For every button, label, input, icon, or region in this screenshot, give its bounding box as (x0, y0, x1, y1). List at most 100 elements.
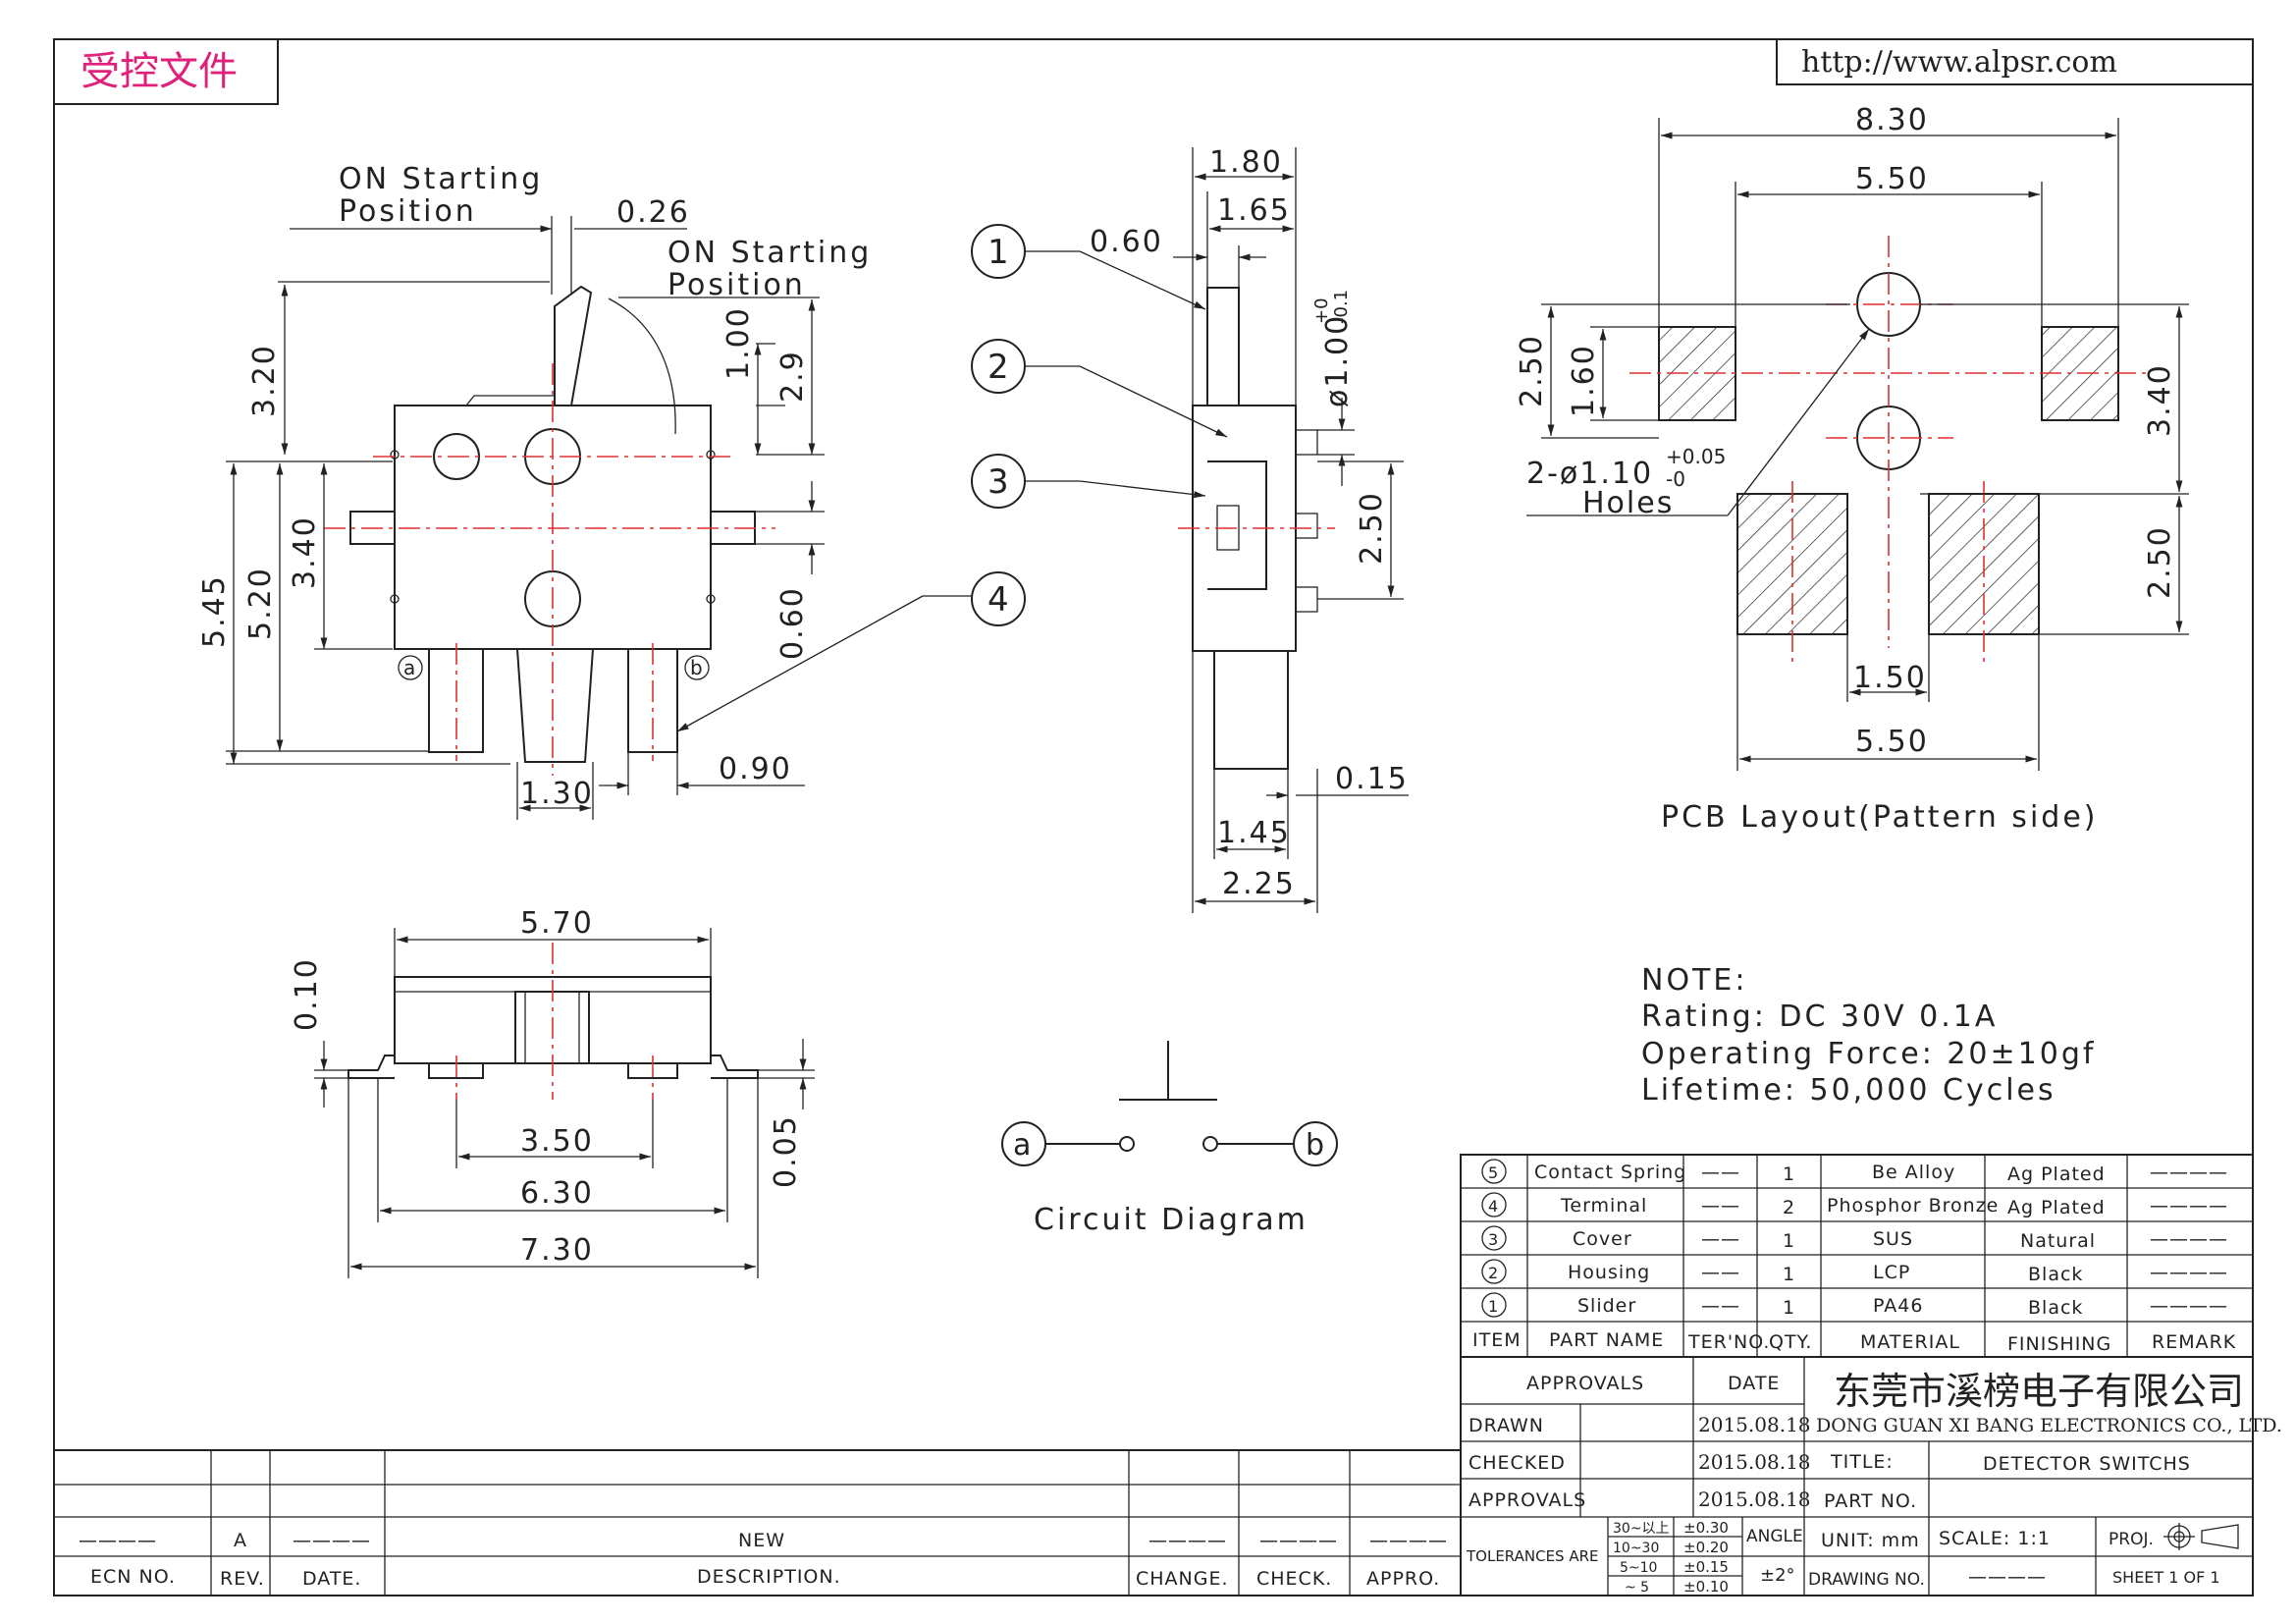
pcb-holes-tol-plus: +0.05 (1666, 445, 1726, 468)
bom-material: Phosphor Bronze (1827, 1195, 1999, 1217)
circuit-a: a (1013, 1128, 1031, 1163)
tb-tol-value-4: ±0.10 (1683, 1578, 1729, 1596)
side-dim-1-65: 1.65 (1217, 193, 1291, 228)
tb-drawn-date: 2015.08.18 (1698, 1413, 1811, 1436)
rev-appro: ———— (1369, 1530, 1448, 1551)
rev-check: ———— (1259, 1530, 1338, 1551)
bom-item-no: 5 (1488, 1163, 1498, 1182)
url-text: http://www.alpsr.com (1801, 45, 2117, 80)
note-block: NOTE: Rating: DC 30V 0.1A Operating Forc… (1641, 963, 2096, 1108)
bom-material: PA46 (1873, 1295, 1923, 1317)
front-view: a b ON Starting Position 0.26 ON Startin… (197, 162, 869, 820)
side-dim-dia-tol-minus: -0.1 (1331, 290, 1352, 324)
tb-approvals: APPROVALS (1468, 1489, 1586, 1511)
rev-description: NEW (738, 1530, 785, 1551)
tb-drawn: DRAWN (1468, 1415, 1544, 1436)
bom-material: SUS (1873, 1228, 1913, 1250)
bom-ter-no: —— (1701, 1295, 1740, 1317)
url-box: http://www.alpsr.com (1776, 38, 2254, 85)
rev-hdr-appro: APPRO. (1366, 1568, 1440, 1590)
bottom-dim-6-30: 6.30 (520, 1176, 594, 1211)
tb-tol-range-4: ~ 5 (1625, 1580, 1649, 1596)
tb-tol-value-1: ±0.30 (1683, 1519, 1729, 1537)
side-dim-1-45: 1.45 (1217, 816, 1291, 850)
callout-4-num: 4 (988, 580, 1009, 620)
side-dim-dia: ø1.00 (1320, 314, 1355, 407)
tb-part-no-label: PART NO. (1824, 1490, 1917, 1512)
pcb-dim-5-50-bottom: 5.50 (1855, 725, 1929, 759)
bom-qty: 1 (1783, 1163, 1795, 1185)
bom-finishing: Black (2028, 1297, 2083, 1319)
bom-hdr-finishing: FINISHING (2007, 1333, 2111, 1355)
pcb-dim-3-40: 3.40 (2143, 363, 2177, 437)
rev-hdr-check: CHECK. (1256, 1568, 1332, 1590)
pcb-dim-1-60: 1.60 (1567, 344, 1601, 417)
circuit-diagram: a b Circuit Diagram (1001, 1041, 1338, 1237)
bom-part-name: Contact Spring (1534, 1162, 1686, 1183)
bom-remark: ———— (2150, 1295, 2228, 1317)
stamp-text: 受控文件 (80, 49, 238, 94)
dim-0-90: 0.90 (719, 752, 792, 786)
side-dim-0-15: 0.15 (1335, 762, 1409, 796)
bottom-dim-3-50: 3.50 (520, 1124, 594, 1159)
circuit-b: b (1306, 1128, 1324, 1163)
bom-qty: 1 (1783, 1297, 1795, 1319)
revision-row: ———— A ———— NEW ———— ———— ———— (79, 1530, 1448, 1551)
tb-title-value: DETECTOR SWITCHS (1983, 1453, 2191, 1475)
tb-angle-value: ±2° (1760, 1565, 1795, 1586)
bom-part-name: Slider (1577, 1295, 1636, 1317)
bom-item-no: 3 (1488, 1230, 1498, 1249)
tb-tol-value-2: ±0.20 (1683, 1539, 1729, 1556)
side-dim-2-25: 2.25 (1222, 867, 1296, 901)
on-start-position-2: Position (667, 268, 806, 302)
note-rating: Rating: DC 30V 0.1A (1641, 1000, 1998, 1034)
pcb-dim-2-50-right: 2.50 (2143, 525, 2177, 599)
tb-drawing-no-value: ———— (1968, 1566, 2047, 1588)
rev-hdr-date: DATE. (302, 1568, 361, 1590)
pcb-dim-8-30: 8.30 (1855, 103, 1929, 137)
bom-part-name: Terminal (1560, 1195, 1647, 1217)
bottom-dim-7-30: 7.30 (520, 1233, 594, 1268)
bom-ter-no: —— (1701, 1228, 1740, 1250)
tb-approvals-date: 2015.08.18 (1698, 1488, 1811, 1511)
pcb-dim-5-50-top: 5.50 (1855, 162, 1929, 196)
side-dim-2-50: 2.50 (1355, 491, 1389, 565)
bom-remark: ———— (2150, 1195, 2228, 1217)
rev-date: ———— (293, 1530, 371, 1551)
callout-3: 3 (971, 454, 1206, 509)
side-dim-0-60: 0.60 (1090, 225, 1163, 259)
dim-1-00: 1.00 (721, 306, 756, 380)
bom-hdr-qty: QTY. (1769, 1331, 1812, 1353)
bom-finishing: Black (2028, 1264, 2083, 1285)
callout-3-num: 3 (988, 462, 1009, 502)
rev-change: ———— (1148, 1530, 1227, 1551)
side-view: 1.80 1.65 0.60 ø1.00 +0 -0.1 2.50 0.15 1… (676, 145, 1409, 913)
dim-0-26: 0.26 (616, 195, 690, 230)
rev-hdr-description: DESCRIPTION. (697, 1566, 841, 1588)
dim-5-45: 5.45 (197, 574, 232, 648)
callout-1-num: 1 (988, 233, 1009, 272)
circuit-caption: Circuit Diagram (1034, 1203, 1308, 1237)
projection-symbol-icon (2163, 1523, 2239, 1550)
tb-proj: PROJ. (2109, 1530, 2154, 1549)
bom-item-no: 2 (1488, 1264, 1498, 1282)
tb-sheet: SHEET 1 OF 1 (2112, 1568, 2220, 1587)
bom-qty: 2 (1783, 1197, 1795, 1218)
dim-2-9: 2.9 (775, 350, 810, 403)
controlled-document-stamp: 受控文件 (53, 38, 279, 105)
dim-1-30: 1.30 (520, 777, 594, 811)
bom-header: ITEM PART NAME TER'NO. QTY. MATERIAL FIN… (1472, 1329, 2235, 1355)
bom-ter-no: —— (1701, 1262, 1740, 1283)
bom-remark: ———— (2150, 1162, 2228, 1183)
note-force: Operating Force: 20±10gf (1641, 1037, 2096, 1071)
pcb-dim-1-50: 1.50 (1853, 661, 1927, 695)
bom-hdr-name: PART NAME (1549, 1329, 1664, 1351)
dim-3-40: 3.40 (288, 515, 322, 589)
revision-header: ECN NO. REV. DATE. DESCRIPTION. CHANGE. … (90, 1566, 1440, 1590)
bottom-dim-0-05: 0.05 (769, 1114, 803, 1188)
bom-ter-no: —— (1701, 1195, 1740, 1217)
tb-angle-label: ANGLE (1746, 1527, 1803, 1546)
bom-finishing: Ag Plated (2007, 1163, 2106, 1185)
dim-3-20: 3.20 (247, 344, 282, 417)
